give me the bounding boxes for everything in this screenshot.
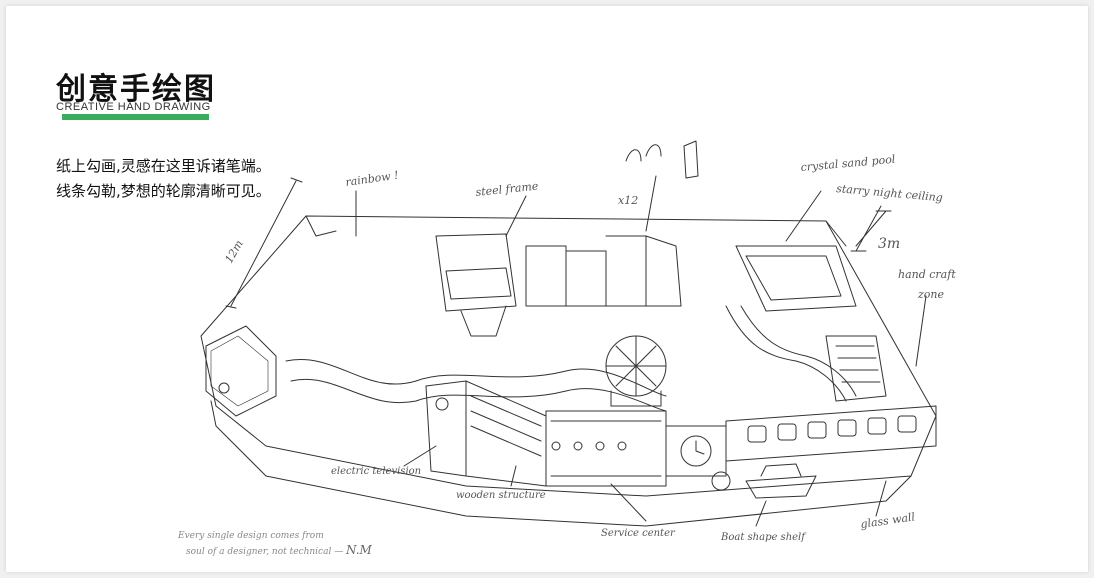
annotation-height: 3m (878, 236, 900, 252)
annotation-zone: zone (917, 288, 945, 301)
signature-name: N.M (345, 543, 373, 557)
annotation-electric-television: electric television (331, 466, 421, 477)
annotation-wooden-structure: wooden structure (456, 490, 546, 501)
annotation-rainbow: rainbow ! (345, 169, 400, 189)
annotation-length: 12m (222, 238, 245, 266)
annotation-starry-night-ceiling: starry night ceiling (836, 182, 944, 204)
hand-drawing-sketch: rainbow ! steel frame x12 crystal sand p… (177, 140, 956, 557)
annotation-hand-craft: hand craft (898, 268, 956, 281)
title-underline (62, 114, 209, 120)
signature-line-2: soul of a designer, not technical — (186, 547, 343, 557)
annotation-crystal-sand-pool: crystal sand pool (800, 153, 896, 174)
annotation-boat-shape-shelf: Boat shape shelf (720, 532, 807, 543)
description-line-1: 纸上勾画,灵感在这里诉诸笔端。 (56, 157, 271, 175)
content-card: 创意手绘图 CREATIVE HAND DRAWING 纸上勾画,灵感在这里诉诸… (6, 6, 1088, 572)
annotation-steel-frame: steel frame (475, 179, 539, 199)
description: 纸上勾画,灵感在这里诉诸笔端。 线条勾勒,梦想的轮廓清晰可见。 (56, 154, 271, 204)
annotation-service-center: Service center (601, 528, 676, 539)
annotation-glass-wall: glass wall (860, 510, 917, 531)
page-title: 创意手绘图 (56, 72, 216, 107)
description-line-2: 线条勾勒,梦想的轮廓清晰可见。 (56, 182, 271, 200)
annotation-x12: x12 (618, 194, 638, 207)
page-subtitle: CREATIVE HAND DRAWING (56, 101, 211, 113)
signature-line-1: Every single design comes from (177, 531, 324, 541)
